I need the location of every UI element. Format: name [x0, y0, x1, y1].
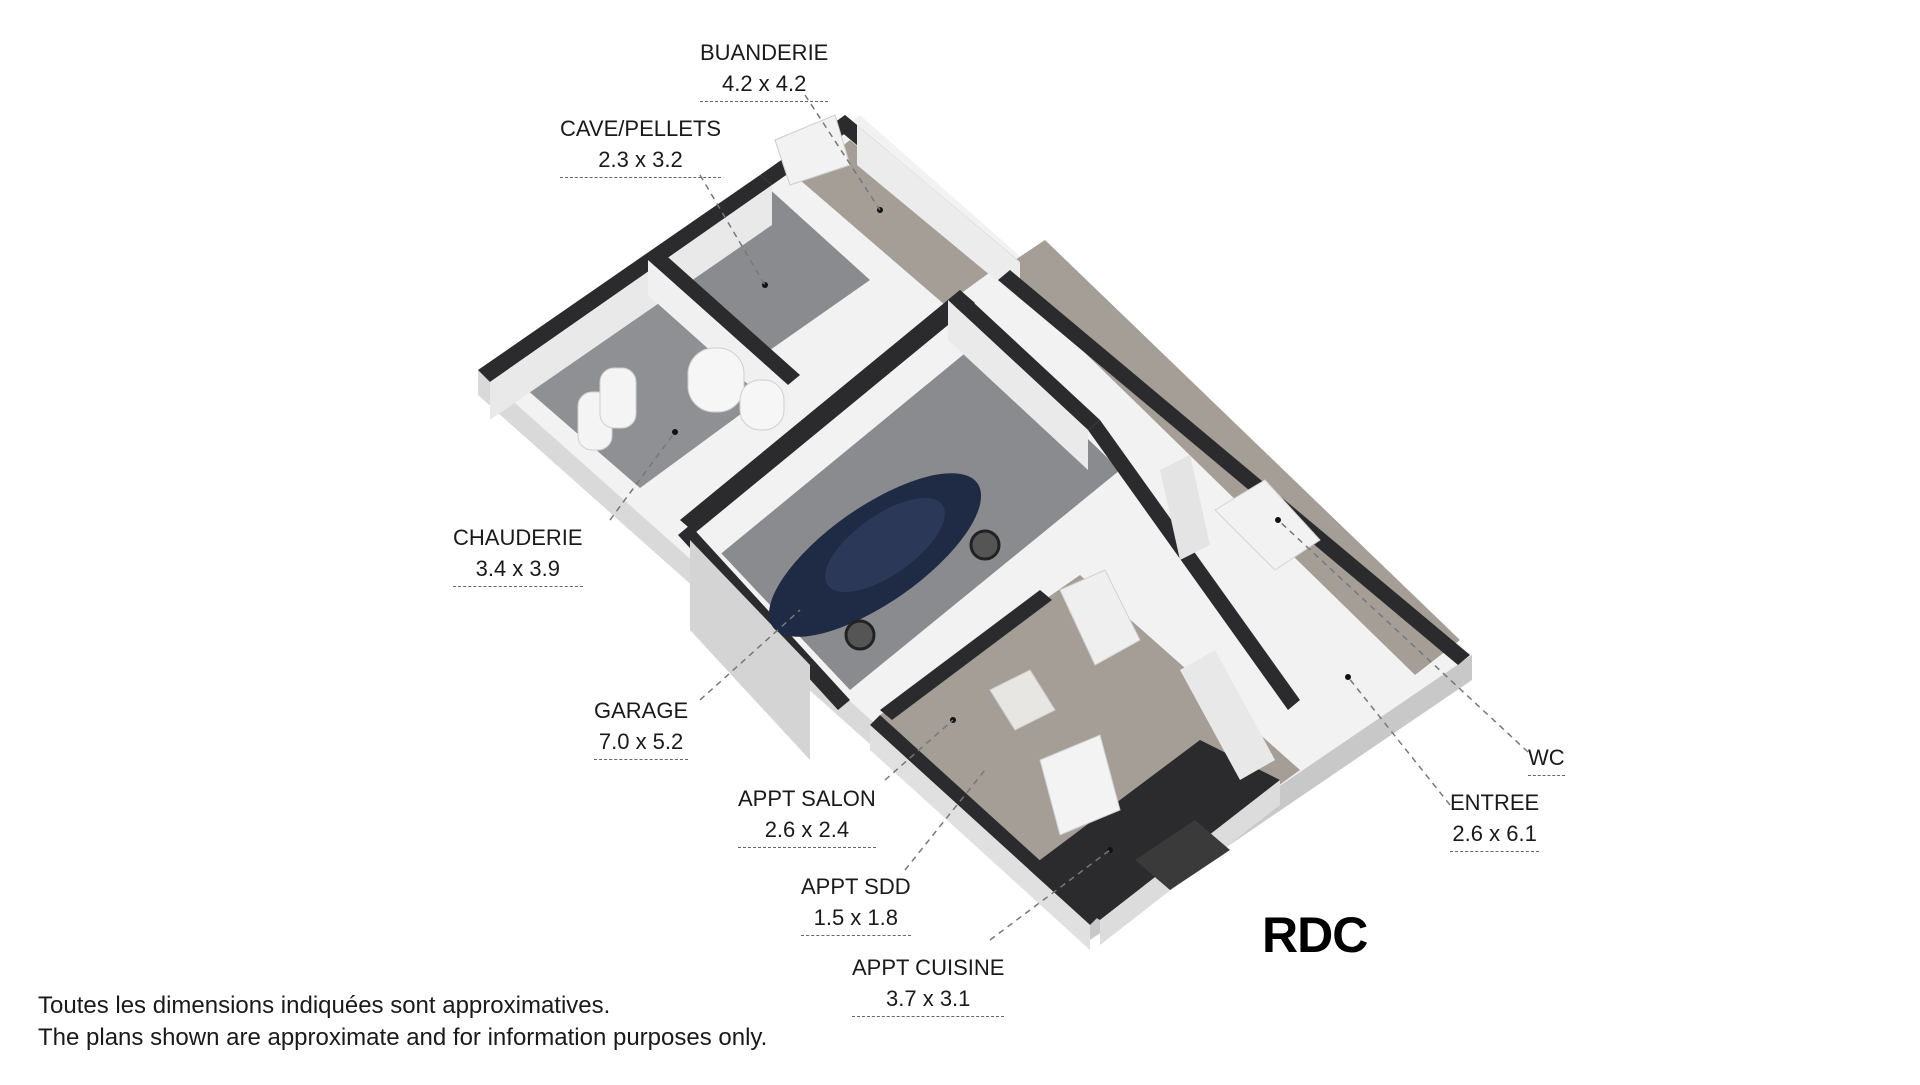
room-label-entree: ENTREE 2.6 x 6.1 — [1450, 787, 1540, 852]
room-name: WC — [1528, 742, 1565, 776]
room-label-chauderie: CHAUDERIE 3.4 x 3.9 — [453, 522, 583, 587]
disclaimer-line-en: The plans shown are approximate and for … — [38, 1024, 768, 1051]
room-name: GARAGE — [594, 698, 689, 723]
room-dimensions: 2.3 x 3.2 — [560, 144, 721, 178]
disclaimer-line-fr: Toutes les dimensions indiquées sont app… — [38, 992, 611, 1019]
leader-lines — [609, 94, 1529, 941]
car-icon — [768, 473, 1001, 651]
walls — [478, 115, 1470, 950]
room-name: APPT SDD — [801, 874, 911, 899]
boiler-tanks — [577, 347, 785, 451]
room-label-garage: GARAGE 7.0 x 5.2 — [594, 695, 689, 760]
room-name: APPT CUISINE — [852, 955, 1005, 980]
disclaimer: Toutes les dimensions indiquées sont app… — [38, 990, 767, 1054]
fixtures — [577, 114, 1321, 890]
stairs — [1160, 455, 1275, 780]
room-dimensions: 3.7 x 3.1 — [852, 983, 1005, 1017]
room-dimensions: 2.6 x 2.4 — [738, 814, 876, 848]
room-label-appt-salon: APPT SALON 2.6 x 2.4 — [738, 783, 876, 848]
room-name: CHAUDERIE — [453, 525, 583, 550]
room-dimensions: 4.2 x 4.2 — [700, 68, 829, 102]
floor-title: RDC — [1262, 907, 1368, 963]
room-label-cave: CAVE/PELLETS 2.3 x 3.2 — [560, 113, 721, 178]
room-dimensions: 7.0 x 5.2 — [594, 726, 689, 760]
room-name: CAVE/PELLETS — [560, 116, 721, 141]
room-dimensions: 3.4 x 3.9 — [453, 553, 583, 587]
room-name: APPT SALON — [738, 786, 876, 811]
room-label-appt-sdd: APPT SDD 1.5 x 1.8 — [801, 871, 911, 936]
room-name: ENTREE — [1450, 790, 1540, 815]
room-label-wc: WC — [1528, 742, 1565, 776]
room-label-buanderie: BUANDERIE 4.2 x 4.2 — [700, 37, 829, 102]
room-dimensions: 1.5 x 1.8 — [801, 902, 911, 936]
buanderie-floor — [800, 140, 1000, 305]
room-label-appt-cuisine: APPT CUISINE 3.7 x 3.1 — [852, 952, 1005, 1017]
room-dimensions: 2.6 x 6.1 — [1450, 818, 1540, 852]
room-name: BUANDERIE — [700, 40, 829, 65]
